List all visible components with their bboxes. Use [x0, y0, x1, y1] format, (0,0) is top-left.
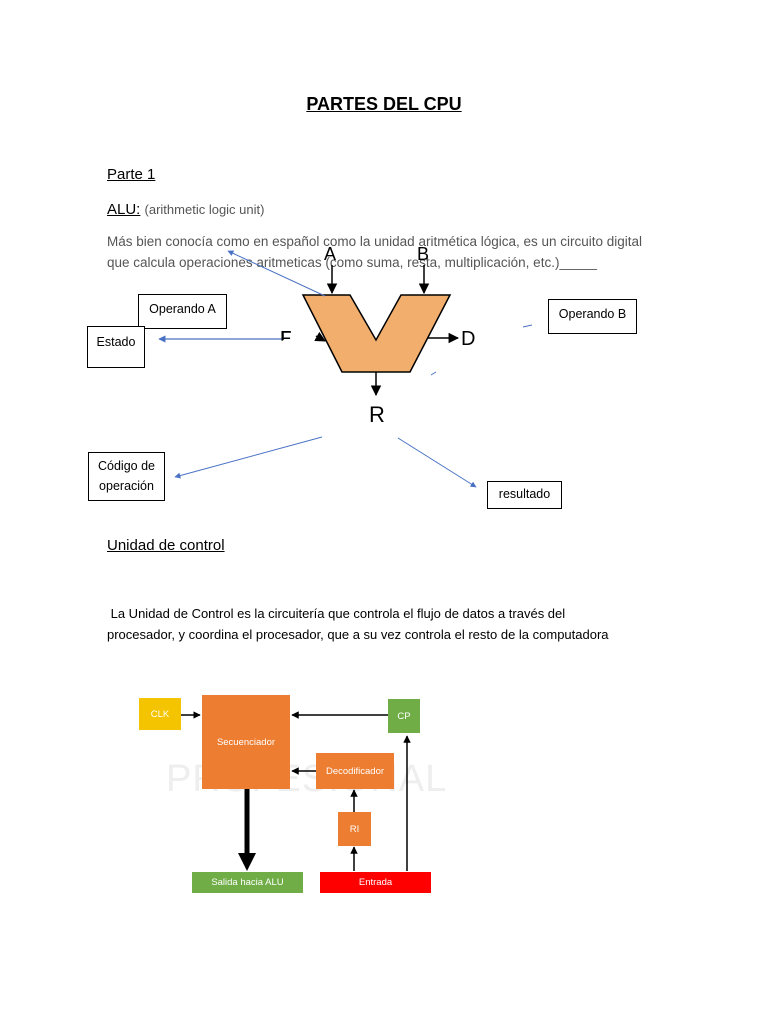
- port-a-label: A: [324, 244, 337, 264]
- alu-description-line-1: Más bien conocía como en español como la…: [107, 234, 643, 249]
- status-box: Estado: [87, 326, 145, 368]
- control-unit-description: La Unidad de Control es la circuitería q…: [107, 603, 727, 645]
- operand-b-box: Operando B: [548, 299, 637, 334]
- page-title: PARTES DEL CPU: [306, 94, 462, 114]
- control-unit-description-line-1: La Unidad de Control es la circuitería q…: [107, 606, 566, 621]
- alu-subtitle: (arithmetic logic unit): [144, 202, 265, 217]
- alu-description: Más bien conocía como en español como la…: [107, 231, 727, 273]
- status-in-arrow: [314, 331, 326, 342]
- operand-a-pointer: [227, 250, 326, 297]
- alu-description-line-2: que calcula operaciones aritmeticas (com…: [107, 255, 597, 270]
- alu-heading-line: ALU: (arithmetic logic unit): [107, 201, 264, 218]
- cp-block: CP: [388, 699, 420, 733]
- output-block: Salida hacia ALU: [192, 872, 303, 893]
- small-pointer: [430, 371, 437, 376]
- part-heading: Parte 1: [107, 166, 156, 183]
- opcode-line-2: operación: [99, 478, 154, 493]
- port-d-label: D: [461, 328, 476, 350]
- sequencer-to-output-head: [238, 853, 256, 871]
- control-unit-description-line-2: procesador, y coordina el procesador, qu…: [107, 627, 609, 642]
- control-unit-heading: Unidad de control: [107, 537, 225, 554]
- alu-shape: [301, 294, 452, 373]
- decoder-block: Decodificador: [316, 753, 394, 789]
- opcode-pointer: [174, 436, 323, 479]
- opcode-line-1: Código de: [98, 459, 155, 474]
- ri-block: RI: [338, 812, 371, 846]
- clk-block: CLK: [139, 698, 181, 730]
- alu-label: ALU:: [107, 201, 141, 218]
- opcode-box: Código de operación: [88, 452, 165, 501]
- operand-a-box: Operando A: [138, 294, 227, 329]
- result-box: resultado: [487, 481, 562, 509]
- port-r-label: R: [369, 402, 385, 427]
- operand-b-pointer: [522, 324, 533, 328]
- input-block: Entrada: [320, 872, 431, 893]
- port-b-label: B: [417, 244, 430, 264]
- sequencer-block: Secuenciador: [202, 695, 290, 789]
- port-f-label: F: [280, 328, 291, 348]
- result-pointer: [397, 437, 477, 488]
